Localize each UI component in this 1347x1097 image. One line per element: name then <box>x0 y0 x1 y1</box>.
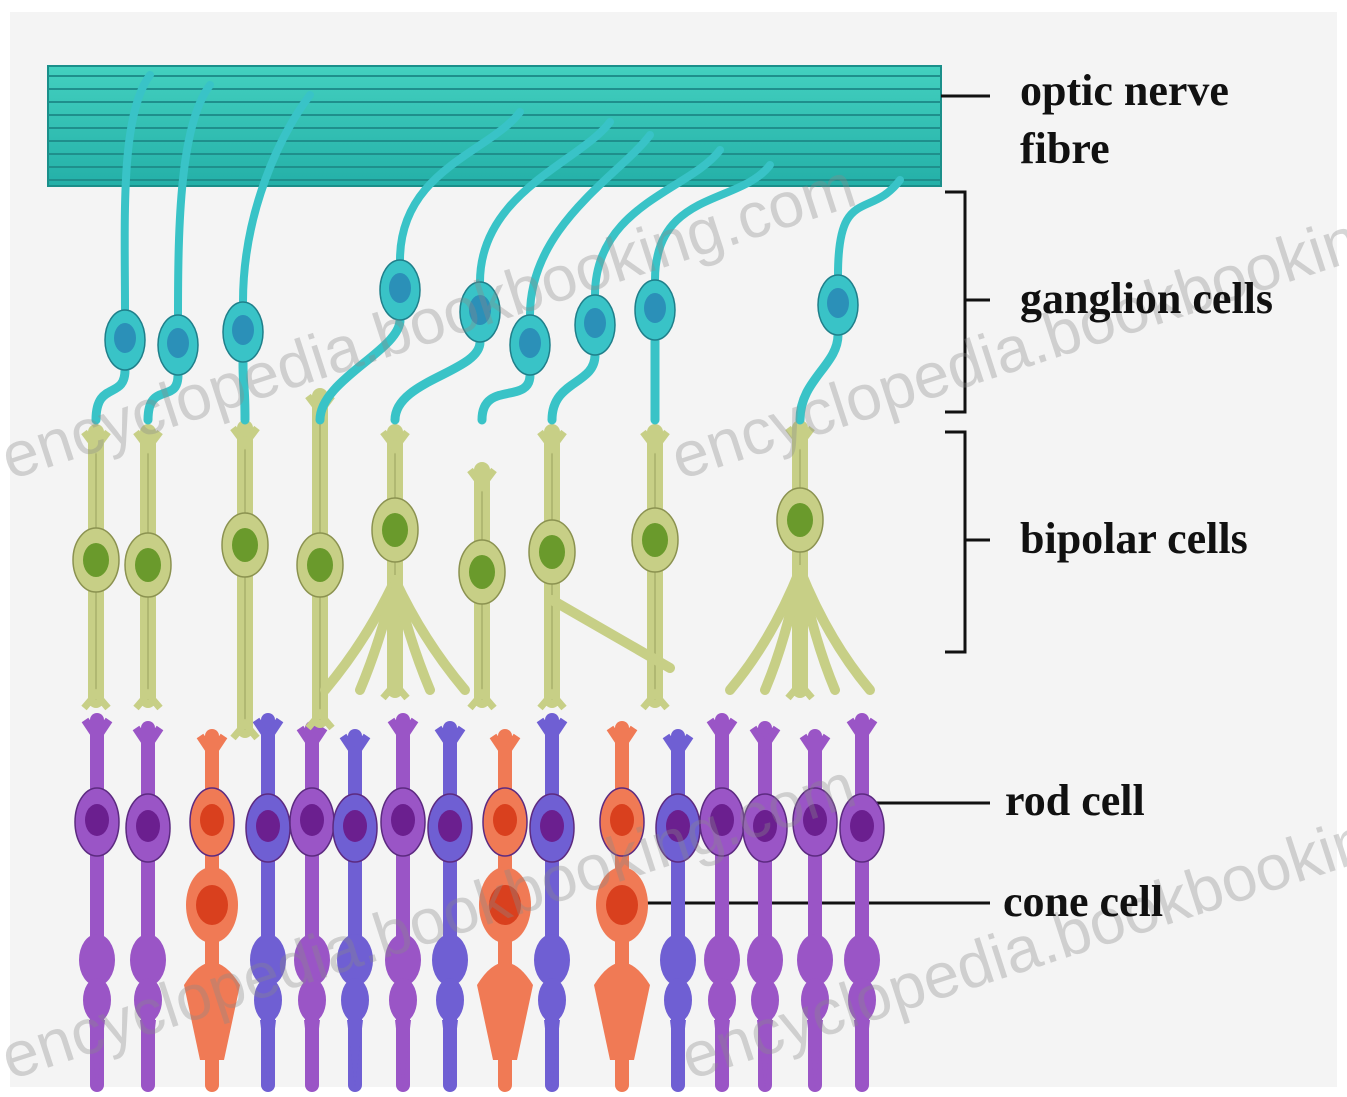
ganglion-cells-label: ganglion cells <box>1020 270 1273 328</box>
optic-nerve-fibre-label: optic nerve fibre <box>1020 62 1229 178</box>
cone-cell-label: cone cell <box>1003 873 1163 931</box>
rod-cell <box>290 728 334 1088</box>
rod-cell-label: rod cell <box>1005 772 1145 830</box>
bipolar-bracket <box>945 432 965 652</box>
bipolar-cell <box>459 470 505 708</box>
bipolar-cell <box>325 432 465 698</box>
bipolar-cell <box>529 432 575 708</box>
bipolar-cell <box>73 432 119 708</box>
optic-nerve-label-line1: optic nerve <box>1020 62 1229 120</box>
bipolar-cell <box>125 432 171 708</box>
bipolar-cells-label: bipolar cells <box>1020 510 1248 568</box>
bipolar-cell <box>222 428 268 738</box>
optic-nerve-label-line2: fibre <box>1020 120 1229 178</box>
rod-cell <box>246 720 290 1088</box>
cone-cell <box>594 728 650 1085</box>
